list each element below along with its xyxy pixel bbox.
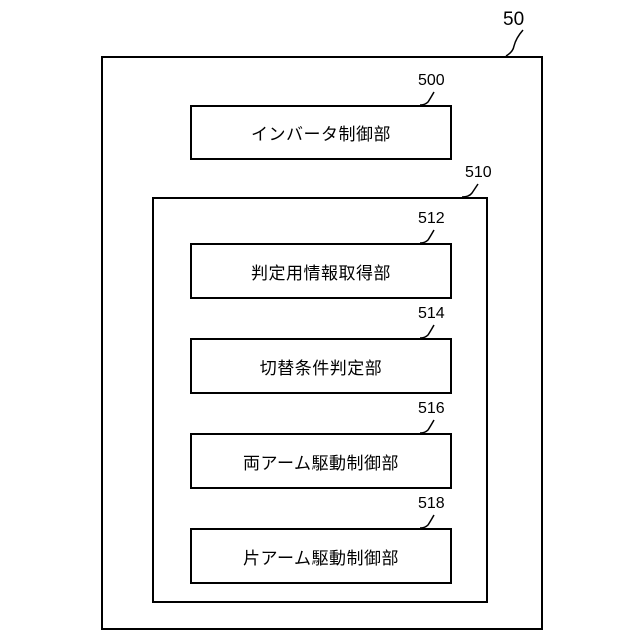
switching-condition-judgement-ref: 514 [418, 306, 445, 322]
dual-arm-drive-control-label: 両アーム駆動制御部 [243, 449, 399, 474]
dual-arm-drive-control-ref: 516 [418, 401, 445, 417]
single-arm-drive-control-ref: 518 [418, 496, 445, 512]
inverter-control-box: インバータ制御部 [190, 105, 452, 160]
single-arm-drive-control-label: 片アーム駆動制御部 [243, 544, 399, 569]
switching-group-ref: 510 [465, 165, 492, 181]
inverter-control-ref: 500 [418, 73, 445, 89]
judgement-info-acquisition-ref: 512 [418, 211, 445, 227]
switching-condition-judgement-box: 切替条件判定部 [190, 338, 452, 394]
judgement-info-acquisition-box: 判定用情報取得部 [190, 243, 452, 299]
inverter-control-label: インバータ制御部 [251, 120, 391, 145]
dual-arm-drive-control-box: 両アーム駆動制御部 [190, 433, 452, 489]
leader-line-50 [506, 30, 523, 56]
judgement-info-acquisition-label: 判定用情報取得部 [251, 259, 391, 284]
single-arm-drive-control-box: 片アーム駆動制御部 [190, 528, 452, 584]
outer-unit-ref: 50 [503, 10, 524, 29]
switching-condition-judgement-label: 切替条件判定部 [260, 354, 383, 379]
